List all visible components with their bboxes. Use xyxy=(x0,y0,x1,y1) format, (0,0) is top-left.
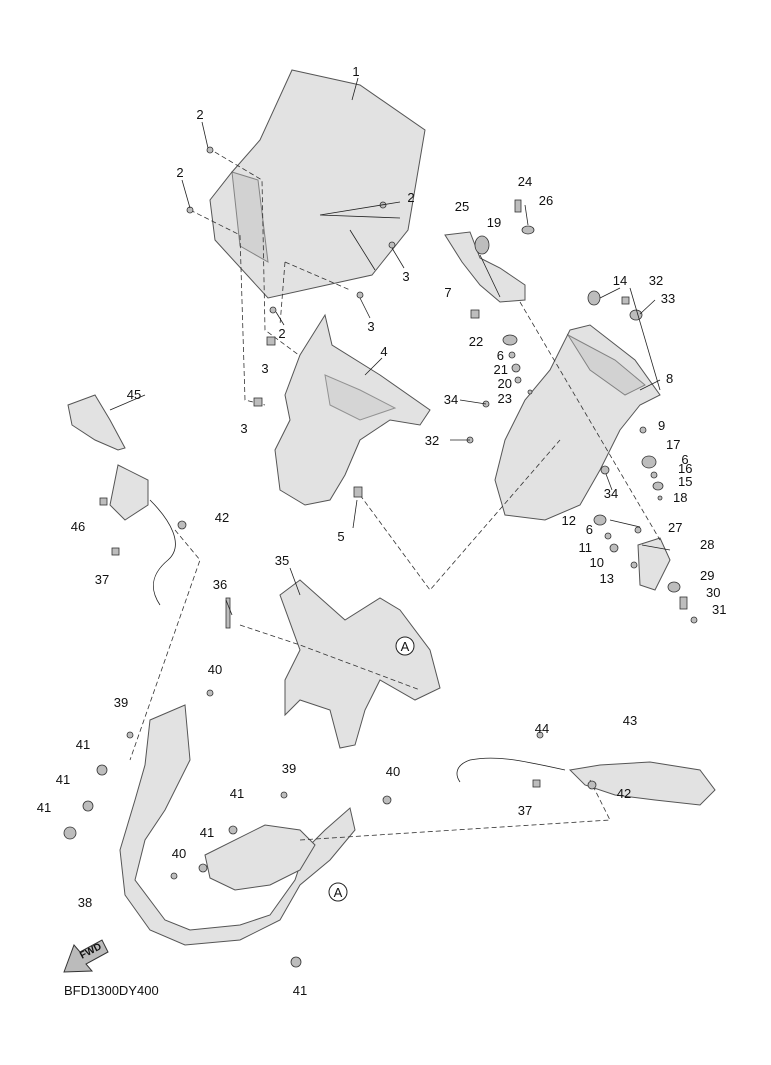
callout-46: 46 xyxy=(71,519,85,534)
callout-16: 16 xyxy=(678,461,692,476)
windscreen xyxy=(209,69,426,299)
frame-stay xyxy=(279,579,441,749)
svg-text:A: A xyxy=(401,639,410,654)
callout-39: 39 xyxy=(114,695,128,710)
stay-28 xyxy=(637,537,671,591)
callout-2: 2 xyxy=(196,107,203,122)
callout-41: 41 xyxy=(56,772,70,787)
callout-27: 27 xyxy=(668,520,682,535)
callout-19: 19 xyxy=(487,215,501,230)
callout-15: 15 xyxy=(678,474,692,489)
callout-8: 8 xyxy=(666,371,673,386)
callout-41: 41 xyxy=(76,737,90,752)
callout-34: 34 xyxy=(444,392,458,407)
callout-34: 34 xyxy=(604,486,618,501)
callout-2: 2 xyxy=(176,165,183,180)
callout-30: 30 xyxy=(706,585,720,600)
callout-24: 24 xyxy=(518,174,532,189)
wire-leads xyxy=(149,499,566,783)
callout-6: 6 xyxy=(497,348,504,363)
callout-labels: 1 2 2 2 2 3 3 3 3 4 5 6 6 6 7 8 9 10 11 … xyxy=(37,64,727,998)
callout-6: 6 xyxy=(586,522,593,537)
callout-36: 36 xyxy=(213,577,227,592)
callout-37: 37 xyxy=(518,803,532,818)
callout-32: 32 xyxy=(649,273,663,288)
callout-2: 2 xyxy=(278,326,285,341)
svg-text:A: A xyxy=(334,885,343,900)
callout-40: 40 xyxy=(172,846,186,861)
callout-18: 18 xyxy=(673,490,687,505)
hardware xyxy=(63,146,698,968)
lower-bracket xyxy=(119,704,356,946)
meter-cover xyxy=(494,324,661,521)
callout-5: 5 xyxy=(337,529,344,544)
callout-40: 40 xyxy=(386,764,400,779)
callout-28: 28 xyxy=(700,537,714,552)
callout-41: 41 xyxy=(37,800,51,815)
callout-1: 1 xyxy=(352,64,359,79)
callout-42: 42 xyxy=(215,510,229,525)
callout-leaders xyxy=(109,77,671,616)
callout-3: 3 xyxy=(240,421,247,436)
callout-10: 10 xyxy=(590,555,604,570)
right-mirror xyxy=(568,761,716,806)
callout-4: 4 xyxy=(380,344,387,359)
callout-3: 3 xyxy=(261,361,268,376)
callout-12: 12 xyxy=(562,513,576,528)
inner-panel xyxy=(274,313,431,506)
callout-22: 22 xyxy=(469,334,483,349)
fwd-arrow-icon: FWD xyxy=(63,939,109,973)
callout-42: 42 xyxy=(617,786,631,801)
callout-38: 38 xyxy=(78,895,92,910)
callout-35: 35 xyxy=(275,553,289,568)
callout-6: 6 xyxy=(681,452,688,467)
callout-41: 41 xyxy=(230,786,244,801)
callout-26: 26 xyxy=(539,193,553,208)
callout-11: 11 xyxy=(579,540,593,555)
callout-2: 2 xyxy=(407,190,414,205)
callout-41: 41 xyxy=(200,825,214,840)
callout-41: 41 xyxy=(293,983,307,998)
callout-40: 40 xyxy=(208,662,222,677)
callout-14: 14 xyxy=(613,273,627,288)
callout-25: 25 xyxy=(455,199,469,214)
callout-43: 43 xyxy=(623,713,637,728)
callout-3: 3 xyxy=(367,319,374,334)
callout-3: 3 xyxy=(402,269,409,284)
callout-45: 45 xyxy=(127,387,141,402)
callout-33: 33 xyxy=(661,291,675,306)
callout-13: 13 xyxy=(600,571,614,586)
callout-7: 7 xyxy=(444,285,451,300)
ref-circle-a1: A xyxy=(395,636,415,656)
assembly-lines xyxy=(129,147,661,841)
callout-9: 9 xyxy=(658,418,665,433)
callout-44: 44 xyxy=(535,721,549,736)
callout-32: 32 xyxy=(425,433,439,448)
callout-29: 29 xyxy=(700,568,714,583)
callout-21: 21 xyxy=(494,362,508,377)
callout-31: 31 xyxy=(712,602,726,617)
callout-20: 20 xyxy=(498,376,512,391)
callout-39: 39 xyxy=(282,761,296,776)
diagram-code: BFD1300DY400 xyxy=(64,983,159,998)
callout-17: 17 xyxy=(666,437,680,452)
callout-23: 23 xyxy=(498,391,512,406)
callout-37: 37 xyxy=(95,572,109,587)
left-mirror xyxy=(67,394,149,521)
ref-circle-a2: A xyxy=(328,882,348,902)
